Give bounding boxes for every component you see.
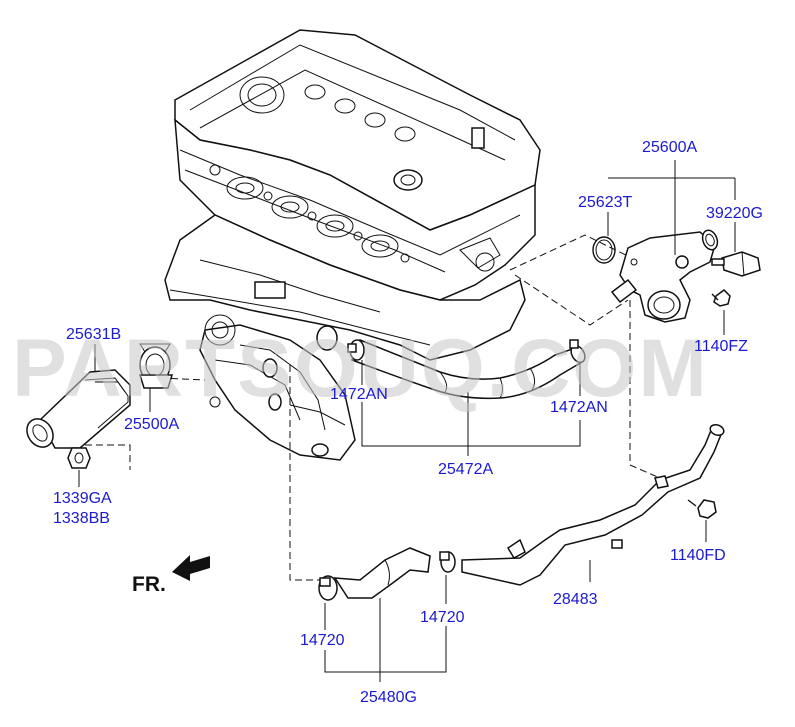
clamp-1472an-left[interactable] (347, 339, 365, 361)
leader-lines (78, 160, 736, 682)
thermostat-housing[interactable] (22, 369, 131, 452)
hose-25480g[interactable] (333, 547, 431, 599)
clamp-14720-right[interactable] (439, 551, 456, 573)
label-1472an-left[interactable]: 1472AN (330, 386, 388, 403)
label-25623t[interactable]: 25623T (578, 194, 632, 211)
water-pipe-28483[interactable] (461, 423, 725, 586)
nut-1339ga[interactable] (67, 447, 91, 469)
label-25500a[interactable]: 25500A (124, 416, 179, 433)
watermark-text: PARTSOUQ.COM (12, 323, 709, 414)
phantom-lines (85, 234, 661, 581)
label-28483[interactable]: 28483 (553, 591, 598, 608)
bolt-1140fd[interactable] (687, 499, 717, 519)
front-label: FR. (132, 573, 166, 596)
label-1472an-right[interactable]: 1472AN (550, 399, 608, 416)
label-25600a[interactable]: 25600A (642, 139, 697, 156)
hose-25472a[interactable] (351, 339, 583, 400)
label-39220g[interactable]: 39220G (706, 205, 763, 222)
label-14720-right[interactable]: 14720 (420, 609, 465, 626)
label-1339ga[interactable]: 1339GA (53, 490, 112, 507)
gasket-25623t[interactable] (592, 236, 616, 264)
bolt-1140fz[interactable] (711, 289, 731, 307)
label-25631b[interactable]: 25631B (66, 326, 121, 343)
thermostat[interactable] (138, 343, 174, 389)
label-25472a[interactable]: 25472A (438, 461, 493, 478)
sensor-39220g[interactable] (711, 251, 761, 277)
clamp-1472an-right[interactable] (568, 339, 587, 365)
label-25480g[interactable]: 25480G (360, 689, 417, 706)
label-1338bb[interactable]: 1338BB (53, 510, 110, 527)
label-14720-left[interactable]: 14720 (300, 632, 345, 649)
front-arrow-icon (172, 555, 210, 581)
engine-assembly (164, 29, 541, 461)
label-1140fz[interactable]: 1140FZ (694, 338, 748, 355)
clamp-14720-left[interactable] (318, 575, 338, 601)
water-outlet-fitting[interactable] (610, 228, 720, 323)
label-1140fd[interactable]: 1140FD (670, 547, 726, 564)
front-direction-indicator: FR. (132, 555, 210, 596)
part-labels: 25600A 25623T 39220G 1140FZ 25631B 25500… (53, 139, 763, 706)
